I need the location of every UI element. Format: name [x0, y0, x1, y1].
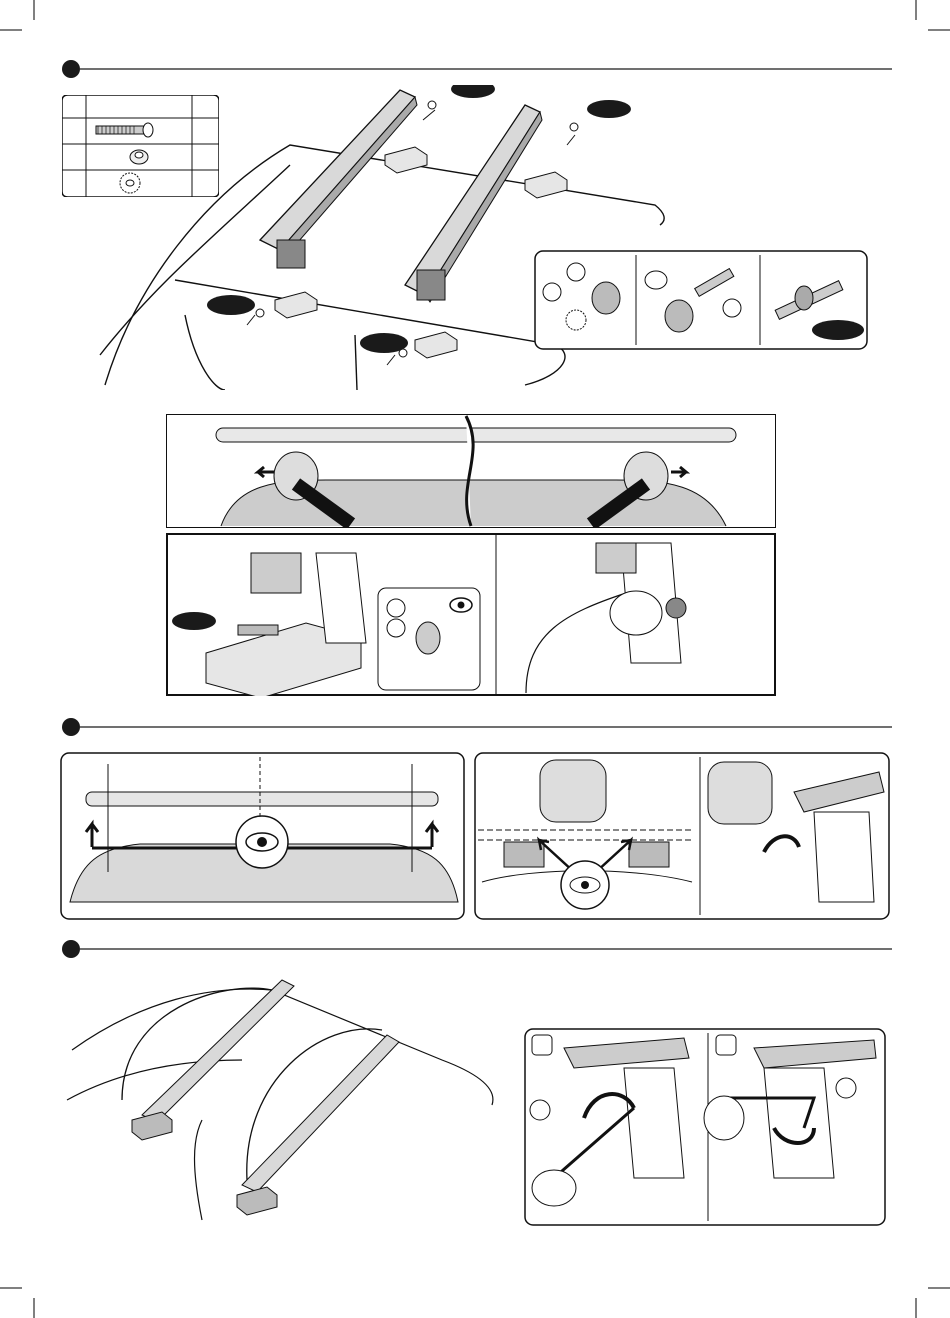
step-1-header: [62, 60, 892, 78]
hand-icon: [610, 591, 662, 635]
step-3-header: [62, 940, 892, 958]
washer-detail-panel: [534, 250, 868, 350]
bar-alignment-panel: [60, 752, 465, 920]
roof-bar-icon: [260, 90, 417, 268]
step-2-header: [62, 718, 892, 736]
tightening-detail-panel: [524, 1028, 886, 1226]
step-marker-dot: [62, 718, 80, 736]
eye-icon: [236, 816, 288, 868]
bar-spreading-panel: [166, 414, 776, 528]
step-marker-dot: [62, 60, 80, 78]
bolt-insertion-panel: [166, 533, 776, 696]
foot-adjustment-panel: [474, 752, 890, 920]
roof-bar-icon: [405, 105, 542, 302]
foot-bracket-icon: [132, 1112, 277, 1215]
bar-fit-check-illustration: [62, 970, 502, 1225]
eye-icon: [450, 598, 472, 612]
eye-icon: [561, 861, 609, 909]
step-marker-dot: [62, 940, 80, 958]
roof-bar-icon: [142, 980, 399, 1192]
